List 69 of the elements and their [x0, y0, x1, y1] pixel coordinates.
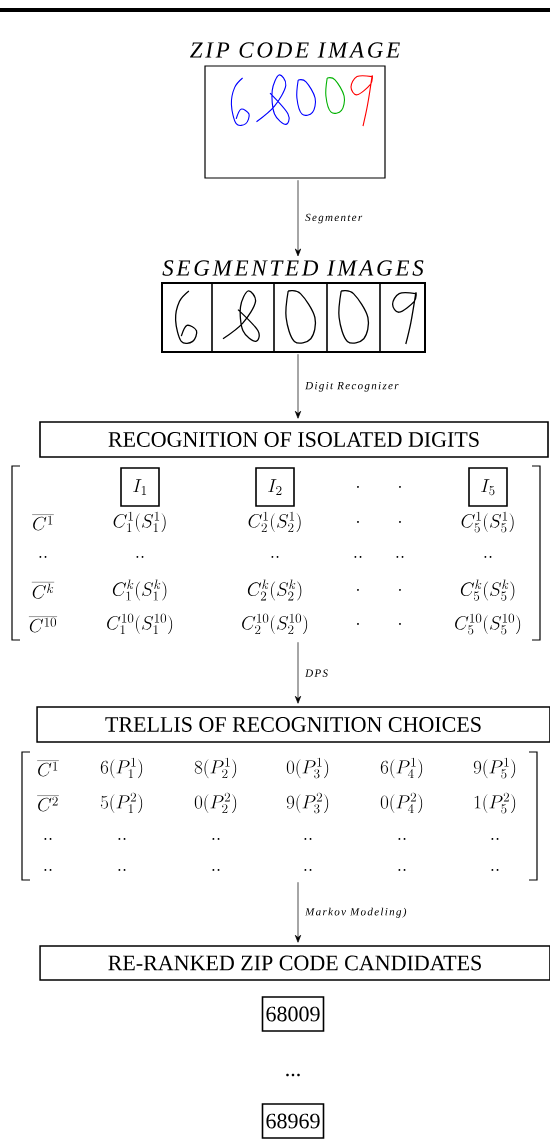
matrix-entry: $0(P_3^1)$ [286, 757, 329, 779]
matrix-entry: $\overline{C^{10}}$ [28, 616, 58, 633]
title-box: RE-RANKED ZIP CODE CANDIDATES [39, 945, 550, 981]
matrix-entry: $C_2^k(S_2^k)$ [247, 579, 302, 601]
matrix-entry: $9(P_5^1)$ [473, 757, 516, 779]
matrix-entry: $C_1^k(S_1^k)$ [112, 579, 167, 601]
matrix-entry: $..$ [212, 869, 220, 871]
label-box: $I_2$ [255, 467, 295, 507]
heading: ZIP CODE IMAGE [190, 42, 400, 58]
edge-label: DPS [305, 669, 328, 677]
ellipsis: ... [286, 1073, 300, 1077]
matrix-entry: $..$ [136, 556, 144, 558]
matrix-entry: $8(P_2^1)$ [194, 757, 237, 779]
matrix-entry: $0(P_2^2)$ [194, 792, 237, 814]
matrix-entry: $6(P_1^1)$ [100, 757, 143, 779]
matrix-entry: $..$ [398, 838, 406, 840]
arrow [294, 641, 302, 704]
matrix-entry: $6(P_4^1)$ [380, 757, 423, 779]
matrix-entry: $..$ [118, 869, 126, 871]
matrix-entry: $.$ [357, 623, 359, 625]
matrix-entry: $..$ [118, 838, 126, 840]
matrix-entry: $C_1^{10}(S_1^{10})$ [107, 613, 173, 635]
matrix-entry: $\overline{C^1}$ [32, 514, 54, 531]
matrix-entry: $..$ [304, 838, 312, 840]
matrix-entry: $\overline{C^k}$ [31, 582, 55, 599]
matrix-entry: $.$ [357, 521, 359, 523]
matrix-entry: $..$ [491, 838, 499, 840]
matrix-entry: $.$ [357, 589, 359, 591]
matrix-entry: $C_1^1(S_1^1)$ [113, 511, 166, 533]
title-box: TRELLIS OF RECOGNITION CHOICES [36, 706, 550, 743]
matrix-entry: $5(P_1^2)$ [100, 792, 143, 814]
arrow [294, 179, 302, 257]
label-box: $I_5$ [468, 467, 508, 507]
matrix-entry: $..$ [354, 556, 362, 558]
edge-label: Digit Recognizer [305, 381, 399, 392]
heading: SEGMENTED IMAGES [162, 260, 424, 276]
matrix-entry: $\overline{C^2}$ [37, 795, 59, 812]
matrix-entry: $.$ [399, 521, 401, 523]
matrix-entry: $..$ [39, 556, 47, 558]
matrix-entry: $C_5^k(S_5^k)$ [460, 579, 515, 601]
matrix-entry: $..$ [212, 838, 220, 840]
arrow [294, 353, 302, 419]
title-box: RECOGNITION OF ISOLATED DIGITS [39, 421, 549, 458]
matrix-entry: $1(P_5^2)$ [474, 792, 516, 814]
matrix-entry: $..$ [398, 869, 406, 871]
edge-label: Segmenter [305, 213, 363, 224]
label-box: $I_1$ [120, 467, 160, 507]
candidate-box: 68009 [261, 996, 325, 1032]
matrix-entry: $..$ [44, 869, 52, 871]
edge-label: Markov Modeling) [305, 907, 407, 918]
matrix-entry: $C_5^1(S_5^1)$ [461, 511, 514, 533]
matrix-entry: $.$ [399, 589, 401, 591]
matrix-entry: $.$ [357, 486, 359, 488]
matrix-entry: $..$ [484, 556, 492, 558]
matrix-entry: $C_5^{10}(S_5^{10})$ [455, 613, 521, 635]
matrix-entry: $..$ [491, 869, 499, 871]
matrix-entry: $.$ [399, 486, 401, 488]
matrix-entry: $.$ [399, 623, 401, 625]
matrix-entry: $9(P_3^2)$ [286, 792, 329, 814]
matrix-entry: $0(P_4^2)$ [380, 792, 423, 814]
matrix-entry: $..$ [271, 556, 279, 558]
matrix-entry: $..$ [396, 556, 404, 558]
matrix-entry: $\overline{C^1}$ [37, 760, 59, 777]
candidate-box: 68969 [261, 1103, 325, 1139]
matrix-entry: $C_2^{10}(S_2^{10})$ [242, 613, 308, 635]
arrow [294, 881, 302, 943]
matrix-entry: $C_2^1(S_2^1)$ [248, 511, 301, 533]
matrix-entry: $..$ [304, 869, 312, 871]
matrix-entry: $..$ [44, 838, 52, 840]
